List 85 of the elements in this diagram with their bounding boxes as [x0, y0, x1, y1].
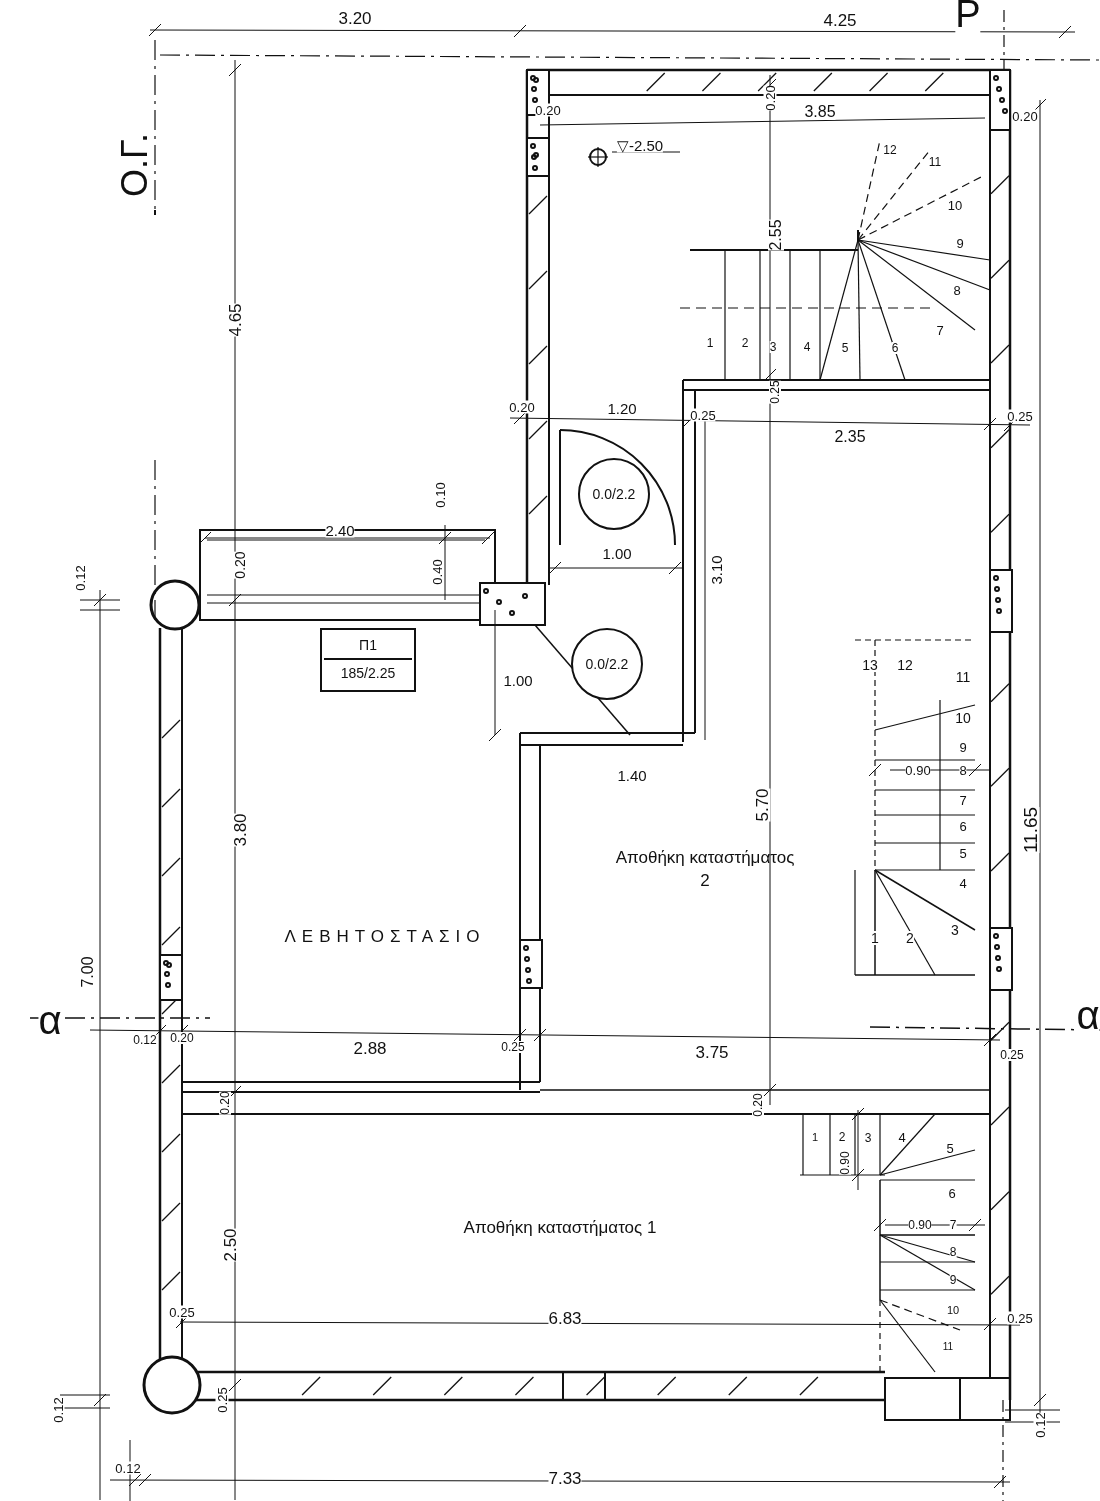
- dimension-label: 0.12: [51, 1397, 65, 1423]
- dimension-label: 2.35: [834, 429, 866, 445]
- step-number: 3: [951, 923, 959, 937]
- step-number: 2: [906, 931, 914, 945]
- dimension-label: 3.85: [804, 104, 836, 120]
- room-label: Αποθήκη καταστήματος 1: [463, 1216, 657, 1240]
- step-number: 4: [898, 1130, 906, 1144]
- step-number: 12: [897, 658, 913, 672]
- step-number: 10: [946, 1304, 960, 1316]
- dimension-label: 0.12: [133, 1034, 157, 1046]
- dimension-label: 2.50: [221, 1228, 239, 1262]
- dimension-label: 0.12: [73, 565, 87, 591]
- dimension-label: 6.83: [548, 1309, 582, 1327]
- dimension-label: 0.20: [219, 1091, 231, 1115]
- step-number: 1: [706, 337, 714, 349]
- dimension-label: 0.10: [433, 482, 447, 508]
- step-number: 5: [946, 1141, 954, 1155]
- step-number: 10: [947, 198, 963, 212]
- dimension-label: 2.55: [768, 219, 784, 251]
- step-number: 4: [803, 341, 811, 353]
- step-number: 13: [862, 658, 878, 672]
- step-number: 4: [959, 876, 967, 890]
- dimension-label: 3.20: [338, 9, 372, 27]
- dimension-label: 0.25: [690, 408, 716, 422]
- step-number: 11: [928, 156, 942, 168]
- step-number: 6: [959, 819, 967, 833]
- dimension-label: 0.90: [908, 1219, 932, 1231]
- step-number: 6: [948, 1186, 956, 1200]
- step-number: 11: [942, 1342, 954, 1352]
- step-number: 8: [953, 283, 961, 297]
- step-number: 7: [936, 323, 944, 337]
- step-number: 1: [871, 931, 879, 945]
- step-number: 1: [811, 1131, 819, 1143]
- dimension-label: 0.25: [501, 1041, 525, 1053]
- dimension-label: 0.40: [430, 559, 444, 585]
- step-number: 5: [959, 846, 967, 860]
- step-number: 9: [949, 1274, 957, 1286]
- dimension-label: 0.90: [839, 1151, 851, 1175]
- step-number: 7: [959, 793, 967, 807]
- axis-label: Ρ: [955, 0, 981, 33]
- dimension-label: 3.75: [695, 1043, 729, 1061]
- door-size: 0.0/2.2: [585, 656, 629, 672]
- dimension-label: 0.25: [215, 1387, 229, 1413]
- step-number: 11: [955, 670, 971, 684]
- step-number: 12: [883, 144, 897, 156]
- dimension-label: 0.20: [752, 1093, 764, 1117]
- dimension-label: 0.90: [905, 763, 931, 777]
- step-number: 7: [949, 1219, 957, 1231]
- window-tag: [320, 628, 416, 692]
- window-code: Π1: [358, 638, 378, 652]
- dimension-label: 0.20: [535, 103, 561, 117]
- dimension-label: 0.25: [169, 1305, 195, 1319]
- dimension-label: 2.88: [353, 1039, 387, 1057]
- step-number: 9: [956, 236, 964, 250]
- step-number: 2: [741, 337, 749, 349]
- window-size: 185/2.25: [339, 666, 397, 680]
- dimension-label: 0.20: [509, 400, 535, 414]
- dimension-label: 0.25: [1007, 1311, 1033, 1325]
- step-number: 6: [891, 342, 899, 354]
- step-number: 2: [838, 1131, 846, 1143]
- room-label: ΛΕΒΗΤΟΣΤΑΣΙΟ: [284, 925, 486, 949]
- dimension-label: 0.20: [1012, 109, 1038, 123]
- dimension-label: 4.25: [823, 11, 857, 29]
- step-number: 3: [769, 341, 777, 353]
- dimension-label: 0.20: [170, 1032, 194, 1044]
- dimension-label: 7.33: [548, 1469, 582, 1487]
- dimension-label: 7.00: [80, 956, 96, 988]
- dimension-label: 0.20: [233, 551, 247, 579]
- step-number: 8: [949, 1246, 957, 1258]
- step-number: 3: [864, 1132, 872, 1144]
- dimension-label: 0.25: [1007, 409, 1033, 423]
- room-label: Αποθήκη καταστήματος 2: [610, 847, 800, 893]
- dimension-label: 4.65: [226, 303, 244, 337]
- step-number: 10: [955, 711, 971, 725]
- step-number: 5: [841, 342, 849, 354]
- dimension-label: 0.12: [1033, 1412, 1047, 1438]
- dimension-label: 0.12: [115, 1461, 141, 1475]
- dimension-label: 0.20: [763, 85, 777, 111]
- step-number: 8: [959, 763, 967, 777]
- step-number: 9: [959, 740, 967, 754]
- dimension-label: 0.25: [769, 380, 781, 404]
- dimension-label: 0.25: [1000, 1049, 1024, 1061]
- dimension-label: 3.80: [231, 813, 249, 847]
- dimension-label: 5.70: [753, 788, 771, 822]
- door-size: 0.0/2.2: [592, 486, 636, 502]
